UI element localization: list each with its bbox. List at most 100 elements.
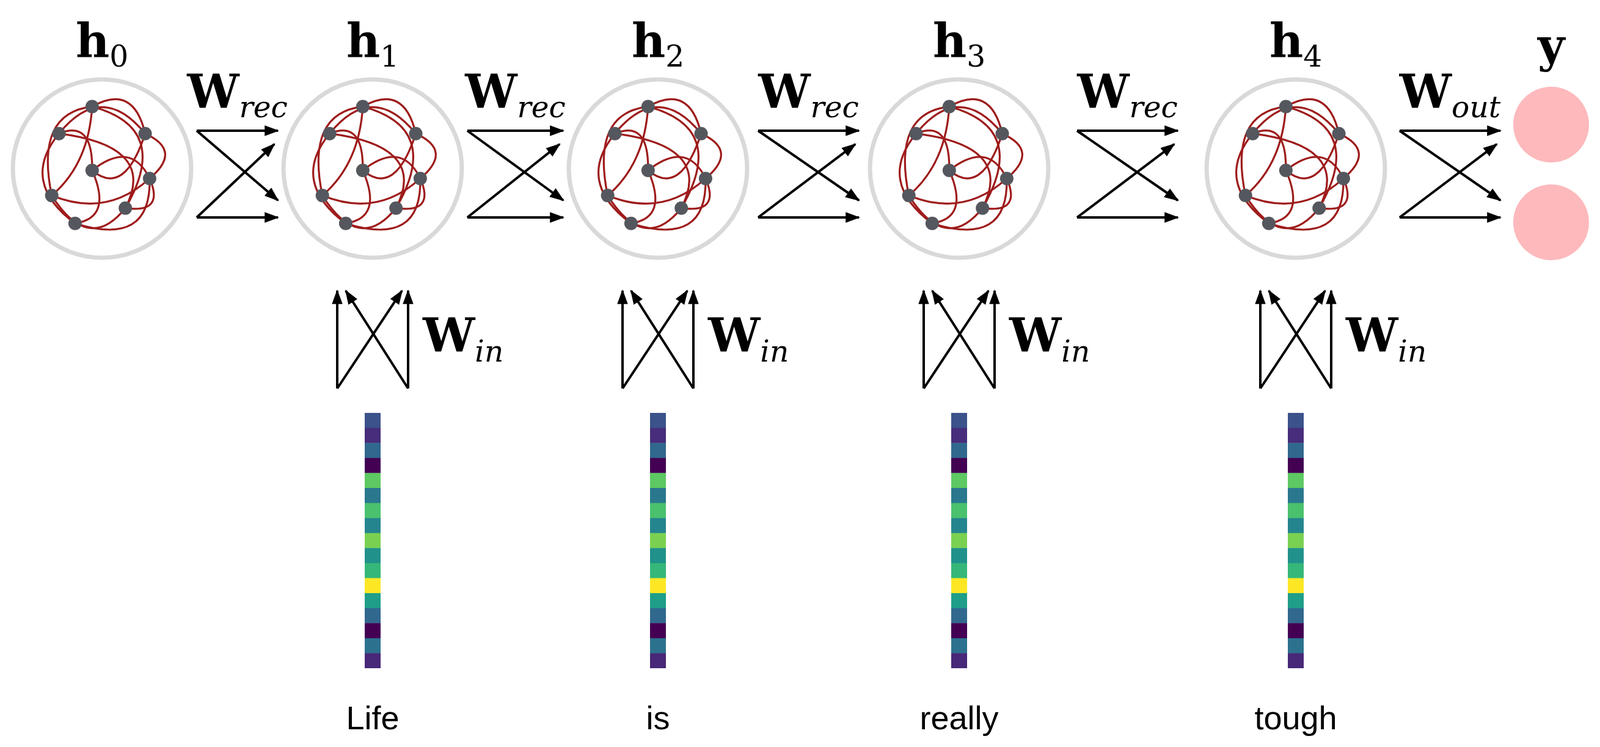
word-token: is <box>642 700 674 737</box>
math-symbol: W <box>1009 308 1062 363</box>
hidden-unit <box>339 216 353 231</box>
math-subscript: 0 <box>109 39 129 74</box>
vector-cell <box>951 547 968 564</box>
math-symbol: h <box>346 13 380 68</box>
vector-cell <box>650 488 666 504</box>
hidden-unit <box>51 127 66 141</box>
vector-cell <box>951 518 968 534</box>
vector-cell <box>650 428 666 444</box>
hidden-unit <box>942 163 957 178</box>
hidden-unit <box>356 100 370 114</box>
hidden-unit <box>1000 171 1014 186</box>
layer-outline <box>283 79 462 258</box>
vector-cell <box>1287 623 1304 639</box>
weight-arrow <box>622 290 688 389</box>
vector-cell <box>364 533 381 549</box>
weight-arrow <box>1077 144 1175 218</box>
vector-cell <box>1287 458 1304 474</box>
hidden-unit <box>409 127 423 141</box>
math-subscript: in <box>1061 334 1090 369</box>
recurrent-link <box>1245 106 1286 197</box>
math-subscript: 3 <box>966 39 986 74</box>
weight-connection <box>923 290 995 389</box>
weight-label: Wrec <box>186 69 288 123</box>
hidden-unit <box>909 127 923 141</box>
hidden-state: h4 <box>1204 17 1388 261</box>
vector-cell <box>1287 533 1304 549</box>
recurrent-link <box>1236 133 1269 224</box>
weight-arrow <box>692 290 695 389</box>
recurrent-link <box>92 133 146 179</box>
vector-cell <box>650 653 666 669</box>
vector-cell <box>1287 638 1304 654</box>
recurrent-link <box>949 157 1007 179</box>
recurrent-link <box>345 170 371 224</box>
vector-cell <box>951 638 968 654</box>
hidden-unit <box>902 188 916 203</box>
weight-arrow <box>467 129 564 132</box>
weight-arrow <box>196 216 278 219</box>
math-symbol: W <box>464 64 517 120</box>
vector-cell <box>650 533 666 549</box>
recurrent-link <box>603 106 649 197</box>
math-symbol: W <box>1077 64 1129 120</box>
recurrent-link <box>362 157 421 179</box>
word-embedding: really <box>915 412 1002 737</box>
weight-label: Wrec <box>1077 69 1178 123</box>
weight-label: Wrec <box>464 69 566 123</box>
vector-cell <box>650 593 666 609</box>
vector-cell <box>1287 563 1304 579</box>
weight-arrow <box>196 144 275 218</box>
hidden-unit <box>85 163 99 178</box>
recurrent-link <box>51 178 150 204</box>
hidden-state: h2 <box>566 17 750 261</box>
layer-outline <box>869 79 1049 258</box>
vector-cell <box>364 653 381 669</box>
recurrent-link <box>949 133 1003 179</box>
hidden-unit <box>413 171 428 186</box>
hidden-unit <box>694 127 709 141</box>
weight-arrow <box>621 290 624 389</box>
vector-cell <box>1287 503 1304 519</box>
vector-cell <box>951 428 968 444</box>
vector-cell <box>1287 412 1304 429</box>
weight-connection <box>1399 130 1501 218</box>
word-embedding: is <box>642 412 674 737</box>
vector-cell <box>951 577 968 594</box>
math-subscript: 1 <box>379 39 399 74</box>
hidden-unit <box>315 188 330 203</box>
recurrent-link <box>631 170 656 224</box>
hidden-unit <box>1312 201 1326 216</box>
vector-cell <box>1287 608 1304 624</box>
math-subscript: rec <box>517 89 566 125</box>
math-symbol: h <box>75 13 110 68</box>
weight-label: Win <box>1009 312 1090 366</box>
recurrent-link <box>362 133 417 179</box>
math-symbol: W <box>422 308 475 363</box>
vector-cell <box>364 458 381 474</box>
recurrent-link <box>648 157 706 179</box>
vector-cell <box>951 623 968 639</box>
recurrent-link <box>362 98 417 134</box>
recurrent-link <box>47 106 93 197</box>
recurrent-link <box>648 133 702 179</box>
word-token: really <box>915 700 1002 737</box>
recurrent-link <box>909 178 1007 204</box>
recurrent-link <box>1268 170 1294 224</box>
vector-cell <box>364 428 381 444</box>
weight-arrow <box>406 290 410 389</box>
recurrent-link <box>329 133 404 209</box>
vector-cell <box>364 623 381 639</box>
weight-label: Win <box>1345 312 1427 366</box>
vector-cell <box>650 412 666 429</box>
weight-arrow <box>922 290 925 389</box>
output-unit <box>1513 184 1590 261</box>
recurrent-link <box>58 133 134 209</box>
weight-arrow <box>758 130 859 201</box>
hidden-unit <box>142 171 157 186</box>
hidden-unit <box>1262 216 1276 231</box>
hidden-unit <box>118 201 132 216</box>
vector-cell <box>364 472 381 489</box>
weight-arrow <box>196 129 278 132</box>
weight-arrow <box>1268 290 1332 389</box>
